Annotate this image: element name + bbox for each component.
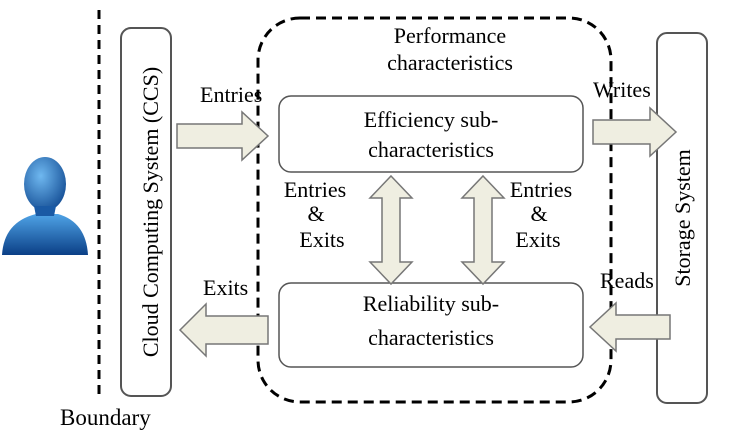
entries-label: Entries [200,82,262,107]
writes-arrow-icon [592,106,678,158]
reliability-line1: Reliability sub- [363,291,499,316]
left-vertical-label-3: Exits [299,227,344,252]
reliability-box [278,282,584,368]
efficiency-line1: Efficiency sub- [364,107,499,132]
reads-label: Reads [600,268,654,293]
ccs-box [120,27,172,397]
left-double-arrow-icon [368,174,414,286]
left-vertical-label-2: & [307,201,324,226]
exits-label: Exits [203,275,248,300]
reliability-line2: characteristics [368,325,494,350]
entries-arrow-icon [176,110,270,162]
boundary-label: Boundary [60,405,151,430]
left-vertical-label-1: Entries [284,177,346,202]
performance-title-line2: characteristics [387,50,513,75]
right-double-arrow-icon [460,174,506,286]
reads-arrow-icon [588,301,671,353]
right-vertical-label-3: Exits [515,227,560,252]
ccs-label: Cloud Computing System (CCS) [138,67,163,357]
efficiency-box [278,95,584,173]
writes-label: Writes [593,77,651,102]
right-vertical-label-2: & [530,201,547,226]
storage-label: Storage System [670,149,695,287]
performance-title-line1: Performance [394,23,506,48]
user-avatar-icon [2,157,88,255]
efficiency-line2: characteristics [368,137,494,162]
right-vertical-label-1: Entries [510,177,572,202]
performance-container [256,16,613,404]
exits-arrow-icon [178,302,269,358]
